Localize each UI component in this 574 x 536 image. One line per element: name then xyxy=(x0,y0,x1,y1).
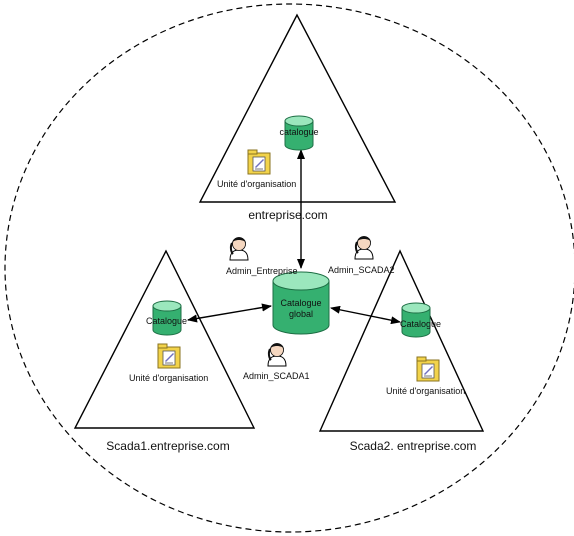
org-unit-icon-left xyxy=(157,343,181,369)
forest-boundary xyxy=(4,3,574,533)
admin-scada1-icon xyxy=(267,342,287,367)
domain-triangle-top xyxy=(198,13,397,203)
admin-scada1-label: Admin_SCADA1 xyxy=(243,371,310,381)
domain-label-top: entreprise.com xyxy=(248,208,327,222)
org-unit-icon-right xyxy=(416,356,440,382)
org-unit-label-left: Unité d'organisation xyxy=(129,373,208,383)
domain-triangle-right xyxy=(318,249,485,432)
admin-enterprise-icon xyxy=(229,236,249,261)
replication-arrow-left xyxy=(187,303,272,323)
catalog-label-left: Catalogue xyxy=(146,316,187,326)
replication-arrow-right xyxy=(330,305,401,325)
domain-triangle-left xyxy=(73,249,256,429)
admin-scada2-icon xyxy=(354,235,374,260)
org-unit-icon-top xyxy=(247,149,271,175)
global-catalog-label-line1: Catalogue xyxy=(280,298,321,308)
domain-label-left: Scada1.entreprise.com xyxy=(106,439,229,453)
org-unit-label-top: Unité d'organisation xyxy=(217,179,296,189)
admin-scada2-label: Admin_SCADA2 xyxy=(328,265,395,275)
catalog-label-right: Catalogue xyxy=(400,319,441,329)
domain-label-right: Scada2. entreprise.com xyxy=(350,439,477,453)
global-catalog-label-line2: global xyxy=(289,309,313,319)
org-unit-label-right: Unité d'organisation xyxy=(386,386,465,396)
catalog-label-top: catalogue xyxy=(279,127,318,137)
admin-enterprise-label: Admin_Entreprise xyxy=(226,266,298,276)
